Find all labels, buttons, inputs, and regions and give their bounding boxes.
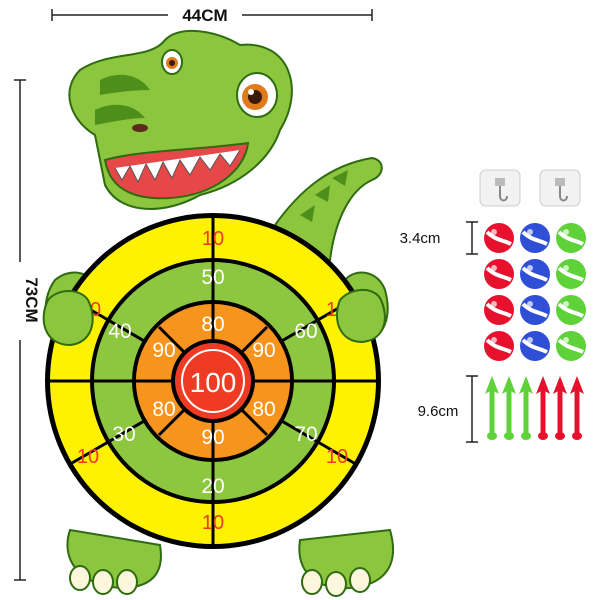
sticky-ball-blue [520,259,550,289]
sticky-ball-green [556,331,586,361]
sticky-ball-red [484,259,514,289]
bullseye [175,343,251,419]
inner-ring-label: 90 [201,426,224,449]
dartboard: 100 80 90 80 90 80 90 50 60 70 20 30 40 … [45,213,381,549]
sticky-ball-blue [520,295,550,325]
hook-icon [479,169,521,207]
inner-ring-label: 80 [152,398,175,421]
dart-length-label: 9.6cm [418,403,459,420]
inner-ring-label: 80 [252,398,275,421]
outer-ring-label: 10 [77,446,99,468]
outer-ring-label: 10 [326,446,348,468]
dart-length-dimension: 9.6cm [418,375,478,443]
sticky-balls [484,223,586,361]
dart-green [502,376,516,440]
dart-red [536,376,550,440]
outer-ring-label: 10 [202,228,224,250]
sticky-ball-blue [520,331,550,361]
dino-tail [273,156,383,261]
dino-eye-left [161,49,183,75]
dart-red [553,376,567,440]
dino-eye-right [236,72,278,118]
sticky-ball-green [556,295,586,325]
middle-ring-label: 70 [294,423,317,446]
sticky-ball-green [556,223,586,253]
sticky-ball-red [484,331,514,361]
hook-icon [539,169,581,207]
middle-ring-label: 60 [294,320,317,343]
dino-hands [42,289,386,347]
hooks [479,169,581,207]
sticky-ball-green [556,259,586,289]
height-label: 73CM [22,277,41,322]
dino-right-foot [298,528,395,590]
inner-ring-label: 90 [152,339,175,362]
width-label: 44CM [182,6,227,25]
sticky-ball-red [484,295,514,325]
inner-ring-label: 90 [252,339,275,362]
dart-red [570,376,584,440]
inner-ring-label: 80 [201,313,224,336]
sticky-ball-blue [520,223,550,253]
sticky-ball-red [484,223,514,253]
dinosaur [44,29,395,597]
dart-green [519,376,533,440]
ball-size-dimension: 3.4cm [400,221,478,255]
dart-green [485,376,499,440]
middle-ring-label: 20 [201,475,224,498]
middle-ring-label: 50 [201,266,224,289]
middle-ring-label: 30 [112,423,135,446]
middle-ring-label: 40 [108,320,131,343]
darts [485,376,584,440]
width-dimension: 44CM [51,6,373,25]
outer-ring-label: 10 [202,512,224,534]
height-dimension: 73CM [14,79,41,581]
ball-size-label: 3.4cm [400,230,441,247]
bullseye-label: 100 [190,367,237,398]
